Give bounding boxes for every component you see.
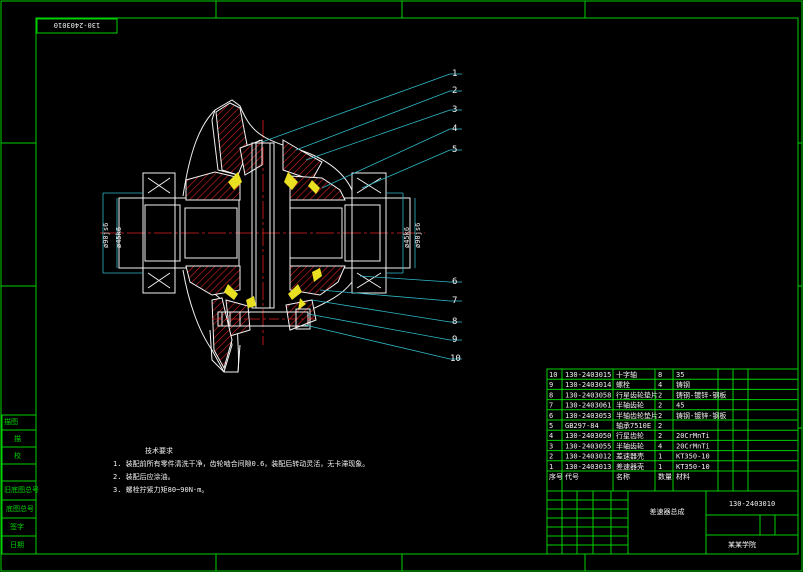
- leader-7: 7: [452, 296, 457, 306]
- leader-8: 8: [452, 317, 457, 327]
- bom-cell-name: 半轴齿轮垫片: [616, 411, 658, 420]
- leader-2: 2: [452, 86, 457, 96]
- leader-1: 1: [452, 69, 457, 79]
- leader-10: 10: [450, 354, 461, 364]
- strip-label-1: 描图: [4, 417, 18, 426]
- bom-cell-name: 半轴齿轮: [616, 441, 644, 450]
- tech-req-3: 3. 螺栓拧紧力矩80~90N·m。: [113, 485, 208, 494]
- bom-cell-code: 130-2403058: [565, 391, 611, 399]
- dim-right-inner: ø45k6: [403, 227, 411, 248]
- bom-cell-name: 十字轴: [616, 370, 637, 379]
- bom-cell-qty: 2: [658, 402, 662, 410]
- bom-cell-mat: 铸钢-镀锌-钢板: [676, 390, 726, 399]
- bom-cell-name: 差速器壳: [616, 462, 644, 471]
- bom-cell-name: 半轴齿轮: [616, 401, 644, 410]
- dim-left-outer: ø90js6: [102, 223, 110, 248]
- bom-cell-no: 8: [549, 391, 553, 399]
- bom-cell-no: 4: [549, 432, 553, 440]
- bom-cell-qty: 2: [658, 412, 662, 420]
- title-block-drawing-no: 130-2403010: [729, 500, 775, 508]
- dim-right-outer: ø90js6: [414, 223, 422, 248]
- bom-cell-qty: 1: [658, 463, 662, 471]
- bom-cell-name: 行星齿轮: [616, 431, 644, 440]
- title-block: 差速器总成 130-2403010 某某学院: [546, 490, 799, 555]
- bom-cell-no: 3: [549, 442, 553, 450]
- tech-req-1: 1. 装配前所有零件清洗干净，齿轮啮合间隙0.6，装配后转动灵活，无卡滞现象。: [113, 459, 369, 468]
- strip-label-5: 底图总号: [6, 504, 34, 513]
- leader-3: 3: [452, 105, 457, 115]
- left-info-strip: 描图 描 校 旧底图总号 底图总号 签字 日期: [1, 414, 39, 555]
- bom-cell-no: 5: [549, 422, 553, 430]
- bom-cell-mat: 铸钢-镀锌-钢板: [676, 411, 726, 420]
- bom-cell-code: 130-2403012: [565, 453, 611, 461]
- bom-cell-mat: 20CrMnTi: [676, 442, 710, 450]
- bom-cell-no: 7: [549, 402, 553, 410]
- bom-header-cell: 材料: [676, 472, 690, 481]
- tech-req-title: 技术要求: [145, 446, 173, 455]
- differential-assembly-drawing: [100, 99, 425, 373]
- bom-cell-qty: 2: [658, 422, 662, 430]
- bom-cell-qty: 1: [658, 453, 662, 461]
- bom-cell-name: 螺栓: [616, 380, 630, 389]
- rotated-drawing-number: 130-2403010: [54, 21, 100, 29]
- bom-cell-qty: 2: [658, 391, 662, 399]
- bom-header-cell: 数量: [658, 472, 672, 481]
- title-block-title: 差速器总成: [650, 507, 685, 516]
- bom-cell-mat: 铸钢: [676, 380, 690, 389]
- bom-cell-mat: 45: [676, 402, 684, 410]
- dim-left-inner: ø45k6: [115, 227, 123, 248]
- strip-label-4: 旧底图总号: [4, 485, 39, 494]
- bom-cell-code: 130-2403053: [565, 412, 611, 420]
- bom-cell-qty: 8: [658, 371, 662, 379]
- leader-6: 6: [452, 277, 457, 287]
- bom-cell-mat: 35: [676, 371, 684, 379]
- bom-cell-code: 130-2403013: [565, 463, 611, 471]
- bom-header-cell: 代号: [565, 472, 579, 481]
- bom-cell-code: 130-2403015: [565, 371, 611, 379]
- bom-cell-code: 130-2403014: [565, 381, 611, 389]
- dimension-annotations: ø90js6 ø45k6 ø45k6 ø90js6: [102, 192, 422, 274]
- bom-cell-mat: 20CrMnTi: [676, 432, 710, 440]
- bom-cell-no: 9: [549, 381, 553, 389]
- bom-cell-name: 行星齿轮垫片: [616, 390, 658, 399]
- technical-requirements: 技术要求 1. 装配前所有零件清洗干净，齿轮啮合间隙0.6，装配后转动灵活，无卡…: [113, 446, 369, 494]
- title-block-company: 某某学院: [728, 540, 756, 549]
- bom-cell-qty: 4: [658, 442, 662, 450]
- leader-9: 9: [452, 335, 457, 345]
- bom-header-cell: 序号: [549, 472, 563, 481]
- bom-cell-qty: 2: [658, 432, 662, 440]
- tech-req-2: 2. 装配后应涂油。: [113, 472, 175, 481]
- bom-cell-no: 10: [549, 371, 557, 379]
- bom-cell-qty: 4: [658, 381, 662, 389]
- strip-label-7: 日期: [10, 541, 24, 549]
- leader-5: 5: [452, 145, 457, 155]
- bom-cell-no: 6: [549, 412, 553, 420]
- bom-cell-mat: KT350-10: [676, 453, 710, 461]
- rotated-number-box: 130-2403010: [36, 18, 118, 34]
- bom-cell-code: 130-2403055: [565, 442, 611, 450]
- bom-cell-name: 轴承7510E: [616, 421, 651, 430]
- bom-cell-mat: KT350-10: [676, 463, 710, 471]
- bom-cell-no: 2: [549, 453, 553, 461]
- strip-label-2: 描: [14, 434, 21, 443]
- strip-label-6: 签字: [10, 522, 24, 531]
- bom-cell-code: GB297-84: [565, 422, 599, 430]
- bom-cell-no: 1: [549, 463, 553, 471]
- bom-header-cell: 名称: [616, 472, 630, 481]
- strip-label-3: 校: [14, 451, 21, 460]
- bom-cell-name: 差速器壳: [616, 452, 644, 461]
- bom-cell-code: 130-2403061: [565, 402, 611, 410]
- leader-4: 4: [452, 124, 457, 134]
- bom-cell-code: 130-2403050: [565, 432, 611, 440]
- leader-lines: 1 2 3 4 5 6 7 8 9 10: [261, 69, 462, 364]
